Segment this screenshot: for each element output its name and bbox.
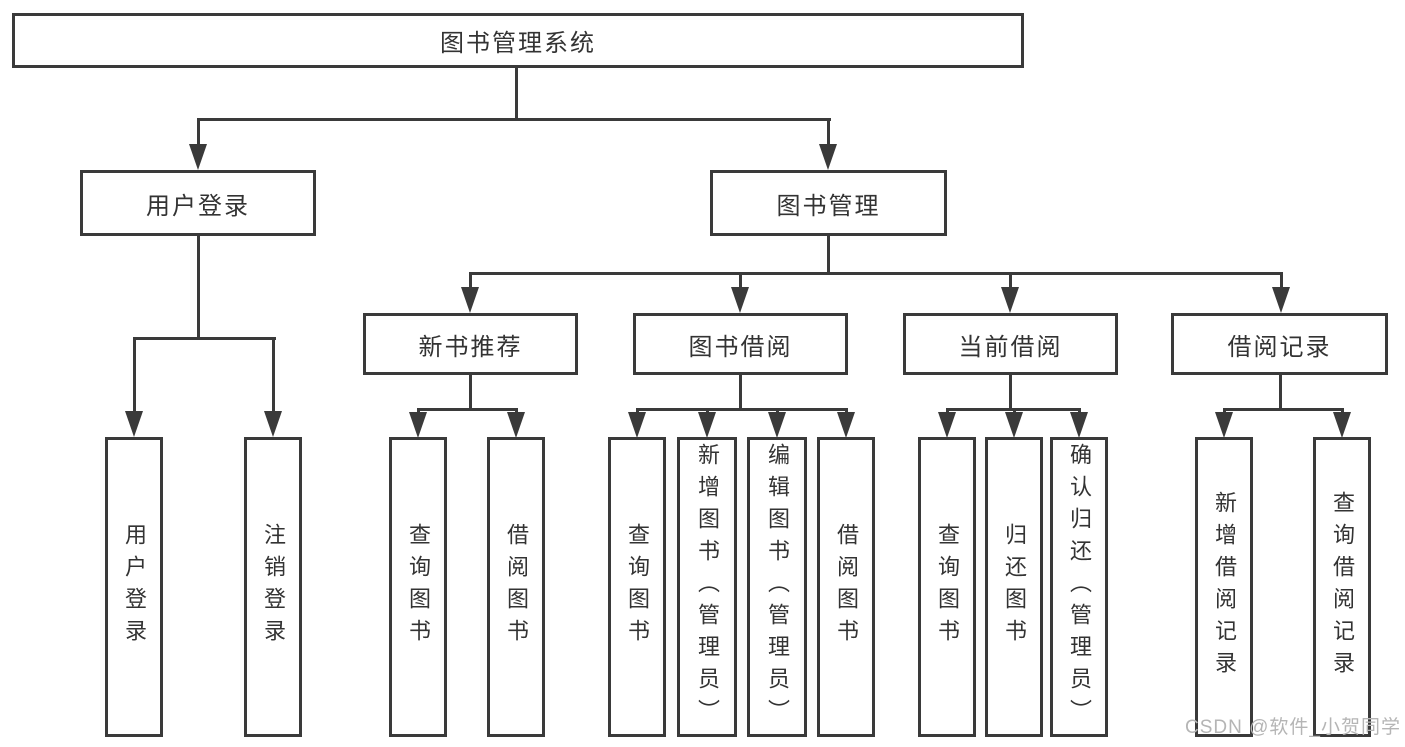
arrow-down-icon	[1070, 412, 1088, 438]
connector-line	[827, 236, 830, 272]
arrow-down-icon	[819, 144, 837, 170]
arrow-down-icon	[1215, 412, 1233, 438]
connector-line	[417, 408, 518, 411]
connector-line	[1009, 375, 1012, 408]
node-label: 借阅图书	[504, 523, 529, 651]
connector-line	[739, 375, 742, 408]
connector-line	[515, 68, 518, 118]
node-label: 当前借阅	[958, 333, 1063, 361]
node-box-return-books: 归还图书	[985, 437, 1043, 737]
connector-line	[469, 272, 1283, 275]
arrow-down-icon	[125, 411, 143, 437]
csdn-watermark: CSDN @软件_小贺同学	[1185, 717, 1401, 738]
node-label: 确认归还（管理员）	[1067, 443, 1092, 731]
connector-line	[469, 272, 472, 289]
node-label: 图书管理	[776, 192, 881, 220]
connector-line	[1223, 408, 1344, 411]
node-box-confirm-return-admin: 确认归还（管理员）	[1050, 437, 1108, 737]
node-box-root: 图书管理系统	[12, 13, 1024, 68]
node-box-query-books-2: 查询图书	[608, 437, 666, 737]
node-box-user-login-action: 用户登录	[105, 437, 163, 737]
arrow-down-icon	[768, 412, 786, 438]
node-label: 注销登录	[261, 523, 286, 651]
node-label: 查询图书	[625, 523, 650, 651]
arrow-down-icon	[731, 287, 749, 313]
node-box-new-book-recommend: 新书推荐	[363, 313, 578, 375]
connector-line	[272, 337, 275, 413]
node-box-query-books-3: 查询图书	[918, 437, 976, 737]
connector-line	[1279, 375, 1282, 408]
node-label: 新增图书（管理员）	[695, 443, 720, 731]
arrow-down-icon	[1333, 412, 1351, 438]
node-box-current-borrow: 当前借阅	[903, 313, 1118, 375]
arrow-down-icon	[189, 144, 207, 170]
node-label: 图书管理系统	[440, 30, 596, 57]
node-label: 查询图书	[406, 523, 431, 651]
node-box-edit-books-admin: 编辑图书（管理员）	[747, 437, 807, 737]
node-label: 归还图书	[1002, 523, 1027, 651]
node-label: 图书借阅	[688, 333, 793, 361]
node-label: 新书推荐	[418, 333, 523, 361]
node-box-borrow-books-2: 借阅图书	[817, 437, 875, 737]
arrow-down-icon	[837, 412, 855, 438]
node-label: 编辑图书（管理员）	[765, 443, 790, 731]
connector-line	[197, 118, 831, 121]
connector-line	[739, 272, 742, 289]
node-label: 查询借阅记录	[1330, 491, 1355, 683]
arrow-down-icon	[1001, 287, 1019, 313]
node-box-add-books-admin: 新增图书（管理员）	[677, 437, 737, 737]
connector-line	[636, 408, 848, 411]
arrow-down-icon	[264, 411, 282, 437]
arrow-down-icon	[938, 412, 956, 438]
arrow-down-icon	[409, 412, 427, 438]
node-box-borrow-record: 借阅记录	[1171, 313, 1388, 375]
connector-line	[827, 118, 830, 147]
arrow-down-icon	[507, 412, 525, 438]
node-box-user-login: 用户登录	[80, 170, 316, 236]
node-label: 用户登录	[122, 523, 147, 651]
node-box-logout: 注销登录	[244, 437, 302, 737]
node-box-book-management: 图书管理	[710, 170, 947, 236]
arrow-down-icon	[461, 287, 479, 313]
connector-line	[469, 375, 472, 408]
connector-line	[133, 337, 136, 413]
connector-line	[1009, 272, 1012, 289]
node-box-borrow-books-1: 借阅图书	[487, 437, 545, 737]
connector-line	[133, 337, 276, 340]
arrow-down-icon	[1272, 287, 1290, 313]
arrow-down-icon	[698, 412, 716, 438]
node-box-book-borrow: 图书借阅	[633, 313, 848, 375]
node-label: 借阅图书	[834, 523, 859, 651]
connector-line	[197, 118, 200, 147]
node-box-add-borrow-record: 新增借阅记录	[1195, 437, 1253, 737]
arrow-down-icon	[1005, 412, 1023, 438]
connector-line	[197, 236, 200, 337]
node-box-query-borrow-record: 查询借阅记录	[1313, 437, 1371, 737]
node-label: 借阅记录	[1227, 333, 1332, 361]
arrow-down-icon	[628, 412, 646, 438]
node-box-query-books-1: 查询图书	[389, 437, 447, 737]
connector-line	[1280, 272, 1283, 289]
node-label: 查询图书	[935, 523, 960, 651]
node-label: 新增借阅记录	[1212, 491, 1237, 683]
node-label: 用户登录	[146, 192, 250, 220]
